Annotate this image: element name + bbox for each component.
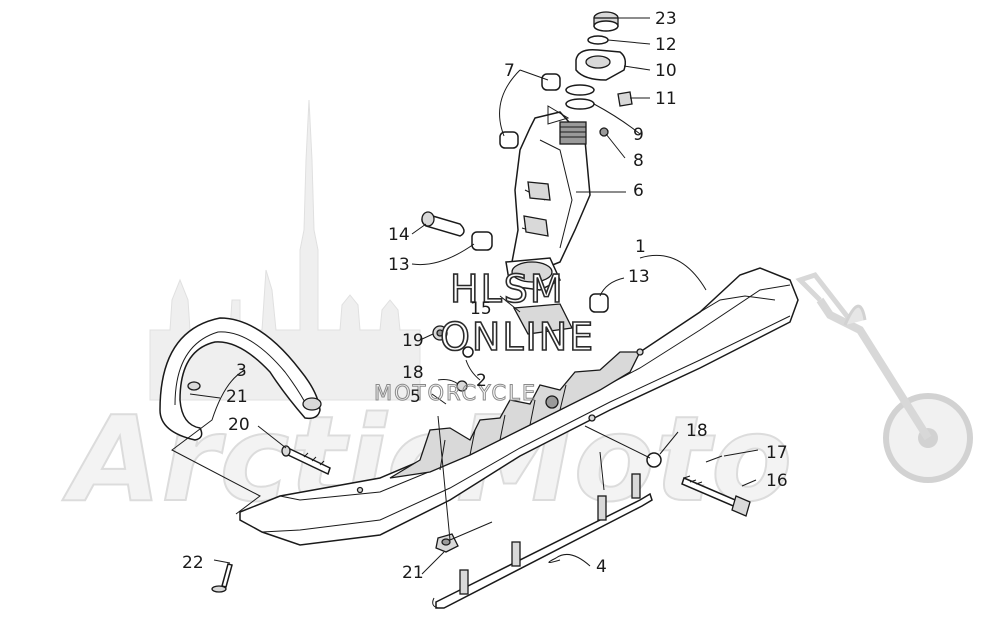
part-2-nut [456,380,468,392]
part-20-bolt [281,445,331,476]
site-watermark: HLSM ONLINE MOTORCYCLE [374,266,595,405]
callout-21-bottom: 21 [402,563,424,583]
callout-23: 23 [655,9,677,29]
callout-9: 9 [633,125,644,145]
wear-bar-studs [459,473,641,595]
callout-2: 2 [476,371,487,391]
part-21-nut [435,533,459,553]
part-11-bolt [617,91,633,107]
part-1-ski [239,267,799,546]
callout-12: 12 [655,35,677,55]
part-9-washer [565,84,595,96]
part-13-bushing-right [589,293,609,313]
part-18-washer-upper [462,346,474,358]
watermark-line1: HLSM [450,267,565,311]
callout-labels: 23 12 10 11 7 9 8 6 14 13 1 13 15 19 3 1… [182,9,788,583]
part-6-spindle [505,111,591,335]
callout-8: 8 [633,151,644,171]
callout-20: 20 [228,415,250,435]
part-12-washer [587,35,609,45]
part-16-bolt [681,475,751,517]
callout-15: 15 [470,299,492,319]
callout-21-top: 21 [226,387,248,407]
callout-3: 3 [236,361,247,381]
part-17-cotter-pin [705,455,723,463]
callout-18-top: 18 [402,363,424,383]
ski-mount-hole [545,395,559,409]
callout-16: 16 [766,471,788,491]
callout-18-right: 18 [686,421,708,441]
part-3-ski-loop [159,317,322,441]
callout-13-right: 13 [628,267,650,287]
spindle-thread [559,121,587,145]
leader-lines [171,17,759,575]
callout-13-left: 13 [388,255,410,275]
callout-5: 5 [410,387,421,407]
steering-hardware-stack [499,11,633,149]
motorcycle-silhouette [795,272,973,483]
watermark-line3: MOTORCYCLE [374,381,537,405]
callout-7: 7 [504,61,515,81]
part-13-bushing-left [471,231,493,251]
callout-10: 10 [655,61,677,81]
callout-22: 22 [182,553,204,573]
part-7-bushing [541,73,561,91]
callout-14: 14 [388,225,410,245]
part-18-washer-right [646,452,662,468]
part-14-tube [421,211,465,237]
callout-4: 4 [596,557,607,577]
ski-ribs [389,351,642,479]
part-15-block [512,303,573,335]
callout-1: 1 [635,237,646,257]
part-22-screw [211,563,233,593]
callout-6: 6 [633,181,644,201]
callout-11: 11 [655,89,677,109]
part-4-wear-bar [432,473,653,609]
callout-19: 19 [402,331,424,351]
watermark-line2: ONLINE [440,315,595,359]
callout-17: 17 [766,443,788,463]
part-21-insert [187,381,201,391]
